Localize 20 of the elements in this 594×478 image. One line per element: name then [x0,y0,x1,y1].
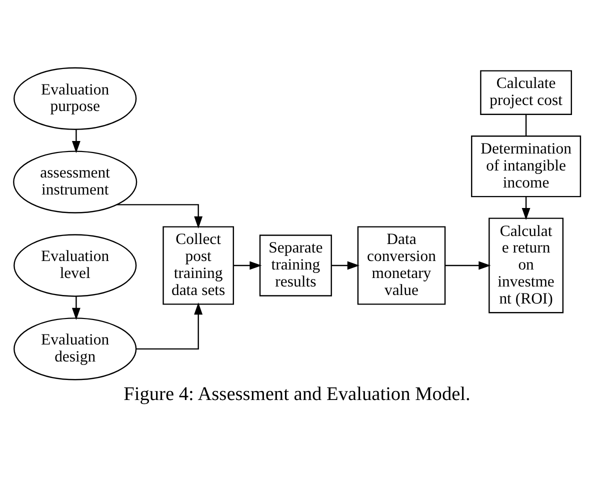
node-box: Separate training results [259,234,332,296]
node-ellipse: Evaluation level [14,234,137,296]
arrow [116,204,203,228]
arrow [332,260,360,270]
node-box: Collect post training data sets [162,226,234,304]
arrow [72,296,80,320]
node-box: Determination of intangible income [471,135,582,197]
node-box: Data conversion monetary value [357,226,446,304]
node-ellipse: assessment instrument [13,150,138,213]
arrow [445,260,491,270]
arrow [72,129,80,153]
node-box: Calculat e return on investme nt (ROI) [488,217,564,313]
node-ellipse: Evaluation design [14,317,137,380]
connector [525,114,527,136]
node-box: Calculate project cost [480,70,572,114]
node-ellipse: Evaluation purpose [14,66,137,130]
caption: Figure 4: Assessment and Evaluation Model. [124,384,470,405]
arrow [234,260,262,270]
arrow [522,196,530,220]
arrow [136,302,203,350]
